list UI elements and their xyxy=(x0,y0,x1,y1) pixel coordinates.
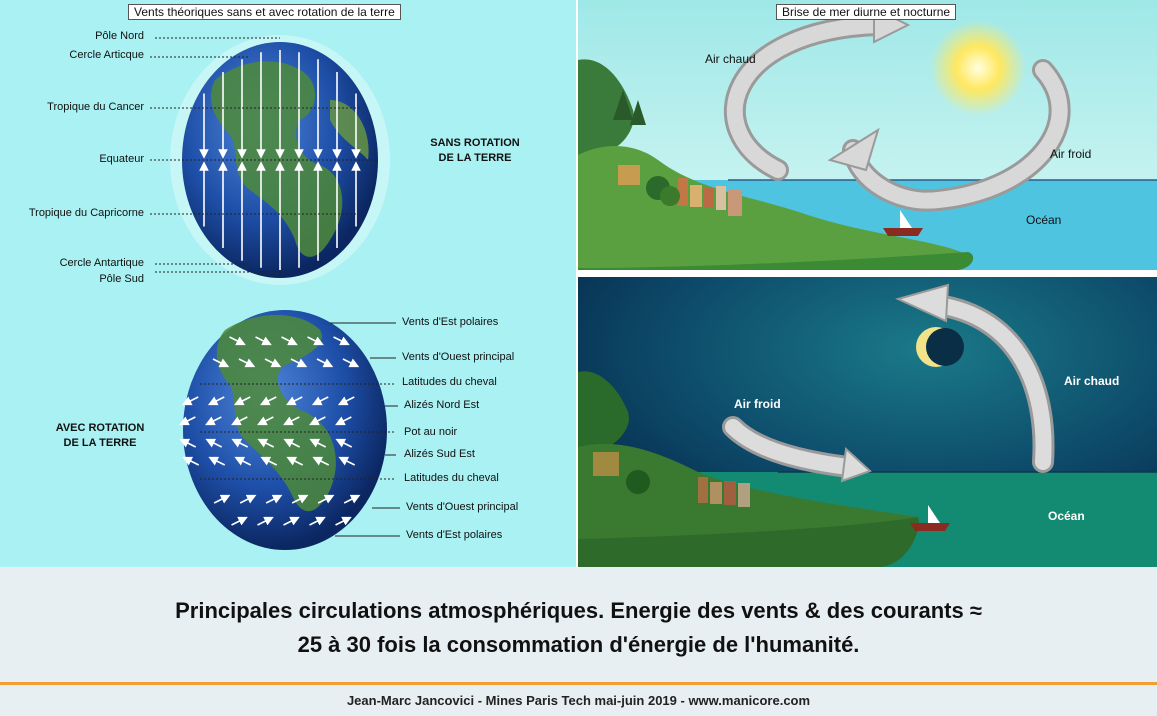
with-rotation-label: AVEC ROTATION DE LA TERRE xyxy=(55,422,145,449)
wind-arrow xyxy=(343,494,361,504)
label-alizes-sud-est: Alizés Sud Est xyxy=(404,448,475,460)
wind-arrow xyxy=(317,494,335,504)
wind-arrow xyxy=(208,456,226,466)
wind-arrow xyxy=(309,516,326,526)
wind-arrows-no-rotation xyxy=(199,50,361,270)
night-boat-icon xyxy=(910,523,950,531)
wind-arrow xyxy=(205,416,222,426)
label-latitudes-cheval-s: Latitudes du cheval xyxy=(404,472,499,484)
circulation-arrows-day xyxy=(723,6,1071,212)
label-pole-sud: Pôle Sud xyxy=(99,273,144,285)
wind-arrow xyxy=(335,416,352,426)
wind-arrow xyxy=(316,358,334,368)
wind-arrow xyxy=(255,336,272,346)
caption-line-2: 25 à 30 fois la consommation d'énergie d… xyxy=(297,632,860,657)
wind-arrow xyxy=(333,336,350,346)
label-pole-nord: Pôle Nord xyxy=(95,30,144,42)
wind-arrow xyxy=(182,456,200,466)
label-cercle-arctique: Cercle Articque xyxy=(69,49,144,61)
wind-arrow xyxy=(205,438,223,448)
label-tropique-cancer: Tropique du Cancer xyxy=(47,101,144,113)
wind-arrow xyxy=(229,336,246,346)
moon-icon xyxy=(916,327,964,367)
wind-arrow xyxy=(337,396,355,406)
wind-arrow xyxy=(257,516,274,526)
wind-arrow xyxy=(290,358,308,368)
wind-arrow xyxy=(239,494,257,504)
label-cercle-antarctique: Cercle Antartique xyxy=(59,257,144,269)
wind-arrow xyxy=(309,438,327,448)
wind-arrow xyxy=(259,396,277,406)
wind-arrow xyxy=(257,438,275,448)
day-breeze-graphic xyxy=(578,0,1157,270)
wind-arrow xyxy=(179,416,196,426)
wind-arrow xyxy=(207,396,225,406)
wind-arrow xyxy=(231,516,248,526)
day-cold-air-label: Air froid xyxy=(1050,147,1092,161)
caption-line-1: Principales circulations atmosphériques.… xyxy=(175,598,982,623)
wind-arrow xyxy=(285,396,303,406)
globe-no-rotation xyxy=(170,35,390,285)
wind-arrow xyxy=(311,396,329,406)
wind-arrow xyxy=(281,336,298,346)
label-vents-ouest-s: Vents d'Ouest principal xyxy=(406,501,519,513)
wind-arrow xyxy=(307,336,324,346)
globes-title: Vents théoriques sans et avec rotation d… xyxy=(128,4,401,20)
wind-arrow xyxy=(234,456,252,466)
circulation-arrows-night xyxy=(722,283,1055,483)
label-vents-ouest-n: Vents d'Ouest principal xyxy=(402,351,515,363)
night-ocean-label: Océan xyxy=(1048,509,1085,523)
label-vents-est-polaires-n: Vents d'Est polaires xyxy=(402,316,499,328)
boat-icon xyxy=(883,228,923,236)
wind-arrow xyxy=(238,358,256,368)
wind-arrows-with-rotation xyxy=(179,336,361,526)
wind-arrow xyxy=(231,438,249,448)
label-alizes-nord-est: Alizés Nord Est xyxy=(404,399,480,411)
night-warm-air-label: Air chaud xyxy=(1064,374,1120,388)
wind-arrow xyxy=(233,396,251,406)
wind-arrow xyxy=(213,494,231,504)
globes-panel: Vents théoriques sans et avec rotation d… xyxy=(0,0,576,567)
label-pot-au-noir: Pot au noir xyxy=(404,426,458,438)
wind-arrow xyxy=(342,358,360,368)
breeze-title: Brise de mer diurne et nocturne xyxy=(776,4,957,20)
globe-with-rotation xyxy=(183,310,387,550)
footer-credit: Jean-Marc Jancovici - Mines Paris Tech m… xyxy=(346,693,811,708)
wind-arrow xyxy=(335,438,353,448)
label-tropique-capricorne: Tropique du Capricorne xyxy=(28,207,144,219)
wind-arrow xyxy=(265,494,283,504)
sun-icon xyxy=(930,20,1026,116)
day-ocean-label: Océan xyxy=(1026,213,1062,227)
footer-divider xyxy=(0,682,1157,685)
wind-arrow xyxy=(260,456,278,466)
wind-arrow xyxy=(212,358,230,368)
wind-arrow xyxy=(231,416,248,426)
night-cold-air-label: Air froid xyxy=(734,397,781,411)
wind-arrow xyxy=(179,438,197,448)
label-equateur: Equateur xyxy=(99,153,144,165)
label-latitudes-cheval-n: Latitudes du cheval xyxy=(402,376,497,388)
wind-arrow xyxy=(312,456,330,466)
caption-area xyxy=(0,567,1157,716)
wind-arrow xyxy=(338,456,356,466)
wind-arrow xyxy=(335,516,352,526)
globes-graphic xyxy=(150,35,400,550)
label-vents-est-polaires-s: Vents d'Est polaires xyxy=(406,529,503,541)
slide-caption: Principales circulations atmosphériques.… xyxy=(0,594,1157,662)
night-breeze-panel: Air froid Air chaud Océan xyxy=(578,277,1157,567)
day-warm-air-label: Air chaud xyxy=(705,52,756,66)
wind-arrow xyxy=(181,396,199,406)
wind-arrow xyxy=(309,416,326,426)
night-breeze-graphic xyxy=(578,277,1157,567)
no-rotation-label: SANS ROTATION DE LA TERRE xyxy=(430,137,520,164)
day-breeze-panel: Brise de mer diurne et nocturne Air chau… xyxy=(578,0,1157,270)
wind-arrow xyxy=(283,416,300,426)
wind-arrow xyxy=(257,416,274,426)
wind-arrow xyxy=(264,358,282,368)
wind-arrow xyxy=(283,516,300,526)
wind-arrow xyxy=(291,494,309,504)
wind-arrow xyxy=(283,438,301,448)
wind-arrow xyxy=(286,456,304,466)
